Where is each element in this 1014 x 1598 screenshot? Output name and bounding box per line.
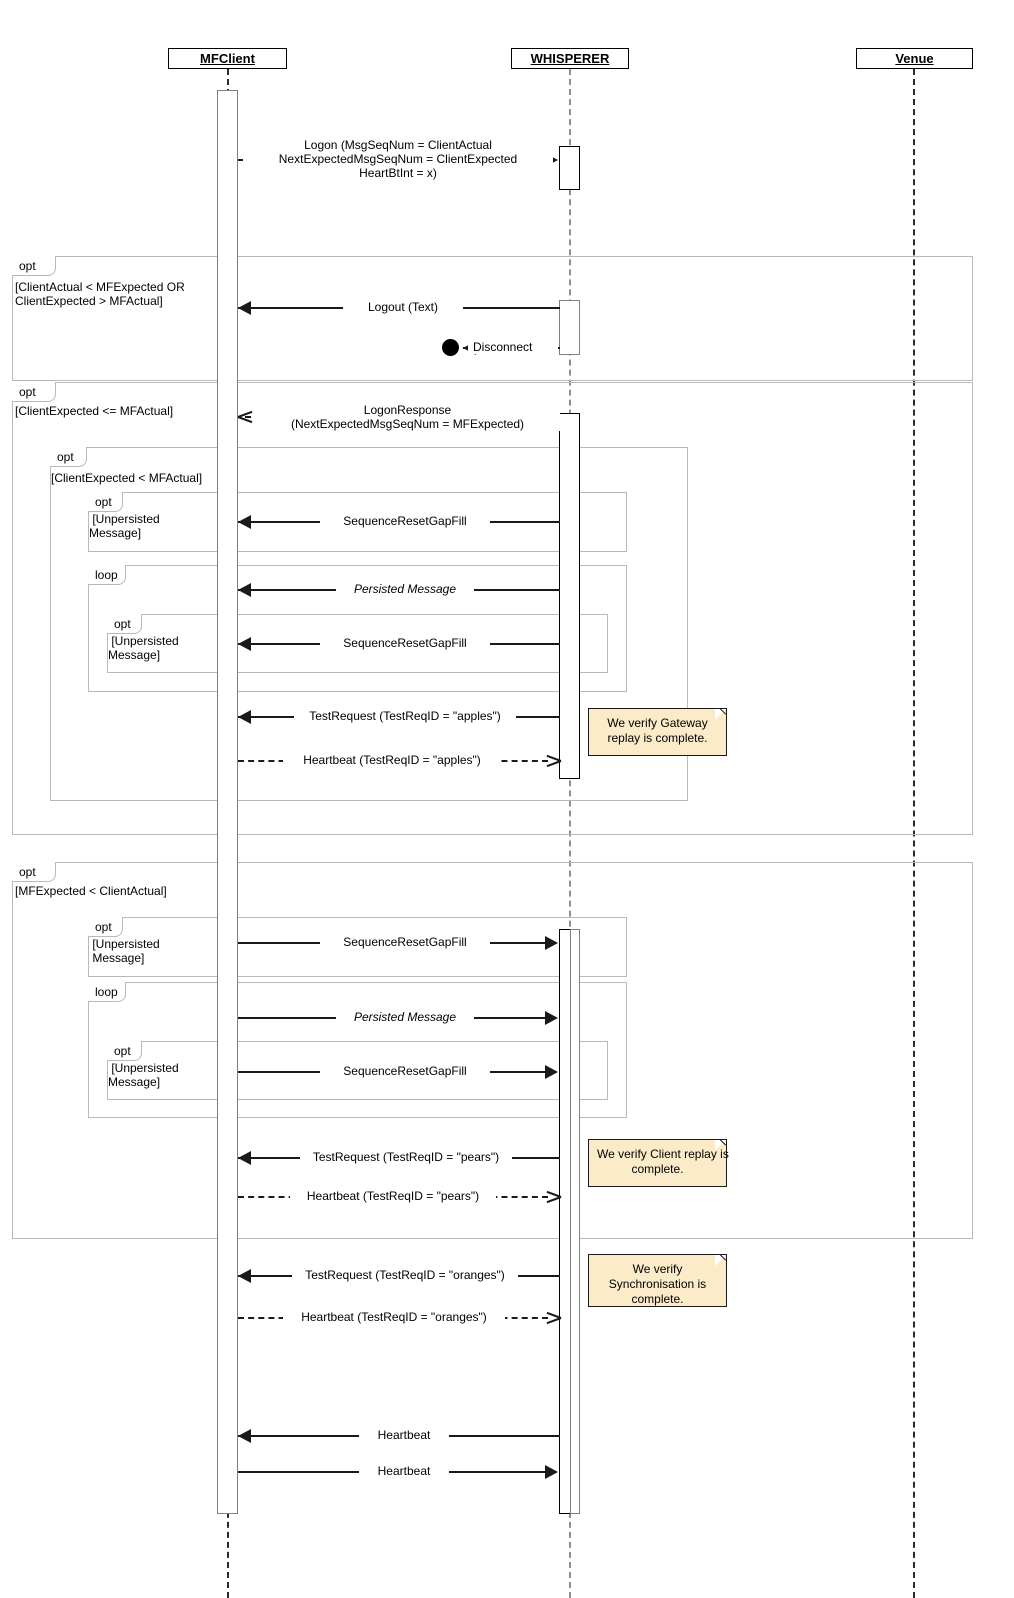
fragment-condition-opt-unpersisted-gateway-1: [Unpersisted Message] (89, 512, 160, 540)
fragment-tag-loop-client: loop (88, 982, 126, 1002)
fragment-opt-gateway-replay (12, 382, 973, 835)
fragment-condition-opt-unpersisted-gateway-2: [Unpersisted Message] (108, 634, 179, 662)
fragment-opt-clientexpected-lt-mfactual (50, 447, 688, 801)
msg-arrow-gap-fill-1 (238, 515, 251, 529)
destruction-node-disconnect (442, 339, 459, 356)
msg-arrow-gap-fill-4 (545, 1065, 558, 1079)
msg-arrow-gap-fill-3 (545, 936, 558, 950)
msg-label-test-request-apples: TestRequest (TestReqID = "apples") (294, 709, 516, 723)
actor-head-venue[interactable]: Venue (856, 48, 973, 69)
msg-arrow-gap-fill-2 (238, 637, 251, 651)
activation-whisperer-logon (559, 146, 580, 190)
note-gateway-replay-text: We verify Gateway replay is complete. (607, 716, 708, 745)
note-gateway-replay: We verify Gateway replay is complete. (588, 708, 727, 756)
activation-mfclient (217, 90, 238, 1514)
fragment-condition-opt-gateway-replay: [ClientExpected <= MFActual] (15, 404, 174, 418)
fragment-opt-unpersisted-gateway-1 (88, 492, 627, 552)
msg-label-gap-fill-4: SequenceResetGapFill (320, 1064, 490, 1078)
lifeline-venue (913, 69, 915, 1598)
msg-label-gap-fill-3: SequenceResetGapFill (320, 935, 490, 949)
note-synchronisation: We verify Synchronisation is complete. (588, 1254, 727, 1307)
msg-label-heartbeat-pears: Heartbeat (TestReqID = "pears") (290, 1189, 496, 1203)
activation-whisperer-gateway-replay (559, 413, 580, 779)
actor-label-mfclient: MFClient (200, 51, 255, 66)
msg-arrow-heartbeat-out (545, 1465, 558, 1479)
msg-arrow-heartbeat-in (238, 1429, 251, 1443)
actor-label-whisperer: WHISPERER (530, 51, 610, 66)
msg-arrow-test-request-pears (238, 1151, 251, 1165)
fragment-loop-client (88, 982, 627, 1118)
actor-label-venue: Venue (895, 51, 934, 66)
activation-whisperer-client-replay-inner (570, 929, 580, 1514)
fragment-opt-unpersisted-client-1 (88, 917, 627, 977)
fragment-tag-opt-logout: opt (12, 256, 56, 276)
msg-label-persisted-message-2: Persisted Message (336, 1010, 474, 1024)
msg-arrow-test-request-apples (238, 710, 251, 724)
fragment-condition-opt-clientexpected-lt-mfactual: [ClientExpected < MFActual] (51, 471, 203, 485)
fragment-opt-logout (12, 256, 973, 381)
fragment-tag-opt-clientexpected-lt-mfactual: opt (50, 447, 87, 467)
fragment-tag-opt-unpersisted-client-1: opt (88, 917, 123, 937)
msg-label-gap-fill-1: SequenceResetGapFill (320, 514, 490, 528)
fragment-tag-opt-client-replay: opt (12, 862, 56, 882)
lifeline-whisperer (569, 69, 571, 1598)
note-synchronisation-text: We verify Synchronisation is complete. (608, 1262, 707, 1306)
fragment-loop-gateway (88, 565, 627, 692)
msg-arrow-logon-response (238, 409, 252, 423)
note-fold-icon (715, 709, 726, 720)
fragment-condition-opt-unpersisted-client-1: [Unpersisted Message] (92, 937, 160, 965)
msg-arrow-heartbeat-pears (546, 1189, 560, 1203)
msg-label-gap-fill-2: SequenceResetGapFill (320, 636, 490, 650)
msg-arrow-test-request-oranges (238, 1269, 251, 1283)
fragment-tag-opt-unpersisted-client-2: opt (107, 1041, 142, 1061)
msg-arrow-logout (238, 301, 251, 315)
fragment-opt-unpersisted-gateway-2 (107, 614, 608, 673)
msg-label-heartbeat-in: Heartbeat (359, 1428, 449, 1442)
note-fold-icon (715, 1255, 726, 1266)
msg-label-heartbeat-out: Heartbeat (359, 1464, 449, 1478)
msg-label-logon: Logon (MsgSeqNum = ClientActual NextExpe… (243, 138, 553, 180)
fragment-tag-opt-gateway-replay: opt (12, 382, 56, 402)
activation-whisperer-logout (559, 300, 580, 355)
msg-label-heartbeat-apples: Heartbeat (TestReqID = "apples") (283, 753, 501, 767)
msg-label-persisted-message-1: Persisted Message (336, 582, 474, 596)
fragment-opt-client-replay (12, 862, 973, 1239)
note-client-replay: We verify Client replay is complete. (588, 1139, 729, 1187)
actor-head-whisperer[interactable]: WHISPERER (511, 48, 629, 69)
note-client-replay-text: We verify Client replay is complete. (597, 1147, 729, 1176)
msg-label-test-request-oranges: TestRequest (TestReqID = "oranges") (292, 1268, 518, 1282)
msg-arrow-persisted-message-2 (545, 1011, 558, 1025)
fragment-tag-opt-unpersisted-gateway-1: opt (88, 492, 123, 512)
msg-label-logon-response: LogonResponse (NextExpectedMsgSeqNum = M… (255, 403, 560, 431)
fragment-opt-unpersisted-client-2 (107, 1041, 608, 1100)
fragment-condition-opt-client-replay: [MFExpected < ClientActual] (15, 884, 167, 898)
fragment-condition-opt-unpersisted-client-2: [Unpersisted Message] (108, 1061, 179, 1089)
msg-label-heartbeat-oranges: Heartbeat (TestReqID = "oranges") (283, 1310, 505, 1324)
actor-head-mfclient[interactable]: MFClient (168, 48, 287, 69)
msg-arrow-heartbeat-apples (546, 753, 560, 767)
note-fold-icon (715, 1140, 726, 1151)
fragment-tag-opt-unpersisted-gateway-2: opt (107, 614, 142, 634)
msg-label-test-request-pears: TestRequest (TestReqID = "pears") (300, 1150, 512, 1164)
fragment-condition-opt-logout: [ClientActual < MFExpected OR ClientExpe… (15, 280, 185, 308)
msg-arrow-heartbeat-oranges (546, 1310, 560, 1324)
msg-label-logout: Logout (Text) (343, 300, 463, 314)
msg-arrow-persisted-message-1 (238, 583, 251, 597)
msg-label-disconnect: Disconnect (468, 340, 558, 354)
fragment-tag-loop-gateway: loop (88, 565, 126, 585)
